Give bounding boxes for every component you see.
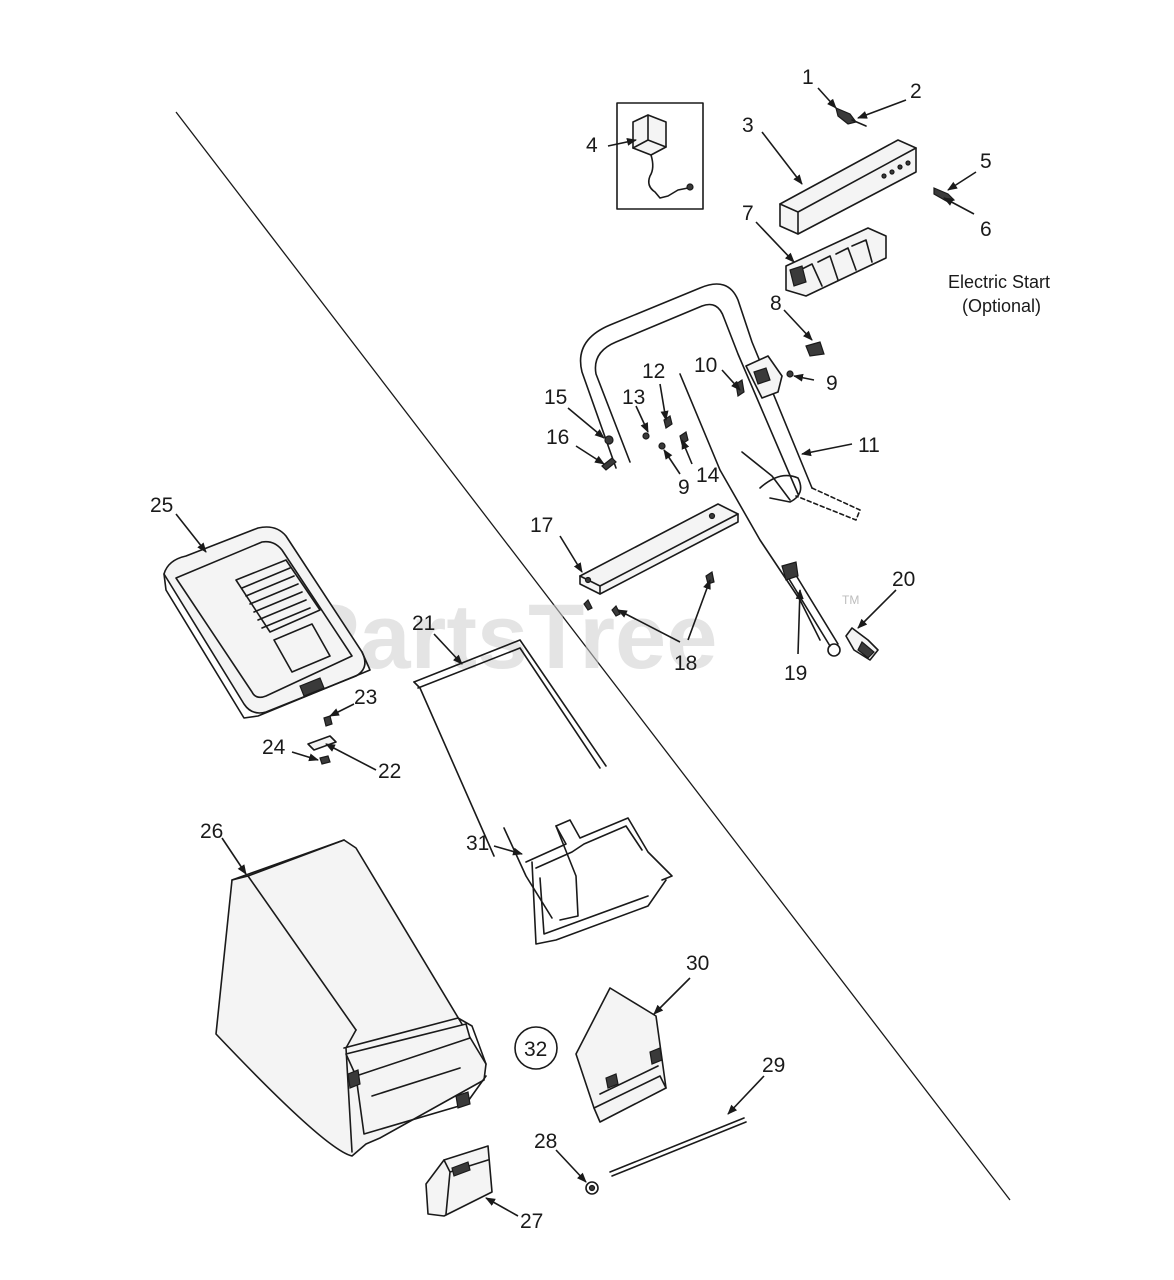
part-3-battery-cover	[779, 139, 917, 235]
callout-15: 15	[544, 386, 567, 409]
part-25-bag-top	[163, 526, 371, 719]
part-27-deflector	[425, 1145, 493, 1217]
callout-29: 29	[762, 1054, 785, 1077]
part-4-battery-charger	[616, 102, 704, 210]
callout-19: 19	[784, 662, 807, 685]
callout-6: 6	[980, 218, 992, 241]
electric-start-label: Electric Start	[948, 272, 1050, 292]
callout-24: 24	[262, 736, 286, 759]
part-26-grass-bag	[215, 839, 487, 1157]
watermark-trademark: TM	[842, 593, 859, 607]
callout-16: 16	[546, 426, 569, 449]
callout-27: 27	[520, 1210, 543, 1233]
part-21-frame	[413, 639, 607, 919]
leader-lines	[175, 87, 977, 1217]
callout-labels: 1 2 3 4 5 6 7 8 9 10 11 12 13 14 9 15 16…	[150, 66, 992, 1233]
part-28-pin	[585, 1181, 599, 1195]
optional-label: (Optional)	[962, 296, 1041, 316]
callout-20: 20	[892, 568, 915, 591]
callout-32-circle	[514, 1026, 558, 1070]
callout-31: 31	[466, 832, 489, 855]
callout-9-lower: 9	[678, 476, 690, 499]
part-29-rod	[609, 1117, 747, 1177]
part-5-6-screw	[933, 187, 956, 203]
callout-22: 22	[378, 760, 401, 783]
part-7-battery-pack	[785, 227, 887, 297]
callout-23: 23	[354, 686, 377, 709]
callout-25: 25	[150, 494, 173, 517]
callout-18: 18	[674, 652, 697, 675]
callout-30: 30	[686, 952, 709, 975]
callout-3: 3	[742, 114, 754, 137]
callout-12: 12	[642, 360, 665, 383]
callout-7: 7	[742, 202, 754, 225]
callout-10: 10	[694, 354, 717, 377]
callout-2: 2	[910, 80, 922, 103]
callout-21: 21	[412, 612, 435, 635]
part-19-spring	[781, 561, 841, 657]
part-31-basket-frame	[525, 817, 673, 945]
callout-4: 4	[586, 134, 598, 157]
callout-5: 5	[980, 150, 992, 173]
callout-8: 8	[770, 292, 782, 315]
callout-14: 14	[696, 464, 720, 487]
part-30-flap	[575, 987, 667, 1123]
callout-11: 11	[858, 434, 880, 457]
part-1-2-key	[835, 106, 867, 127]
callout-28: 28	[534, 1130, 557, 1153]
part-17-bracket	[579, 503, 739, 595]
callout-26: 26	[200, 820, 223, 843]
callout-17: 17	[530, 514, 553, 537]
callout-1: 1	[802, 66, 814, 89]
callout-13: 13	[622, 386, 645, 409]
handle-assembly	[579, 283, 861, 641]
diagonal-divider	[175, 111, 1011, 1201]
part-20-connector	[845, 627, 879, 661]
callout-32: 32	[524, 1038, 547, 1061]
part-22-24-latch	[307, 715, 337, 765]
callout-9-upper: 9	[826, 372, 838, 395]
